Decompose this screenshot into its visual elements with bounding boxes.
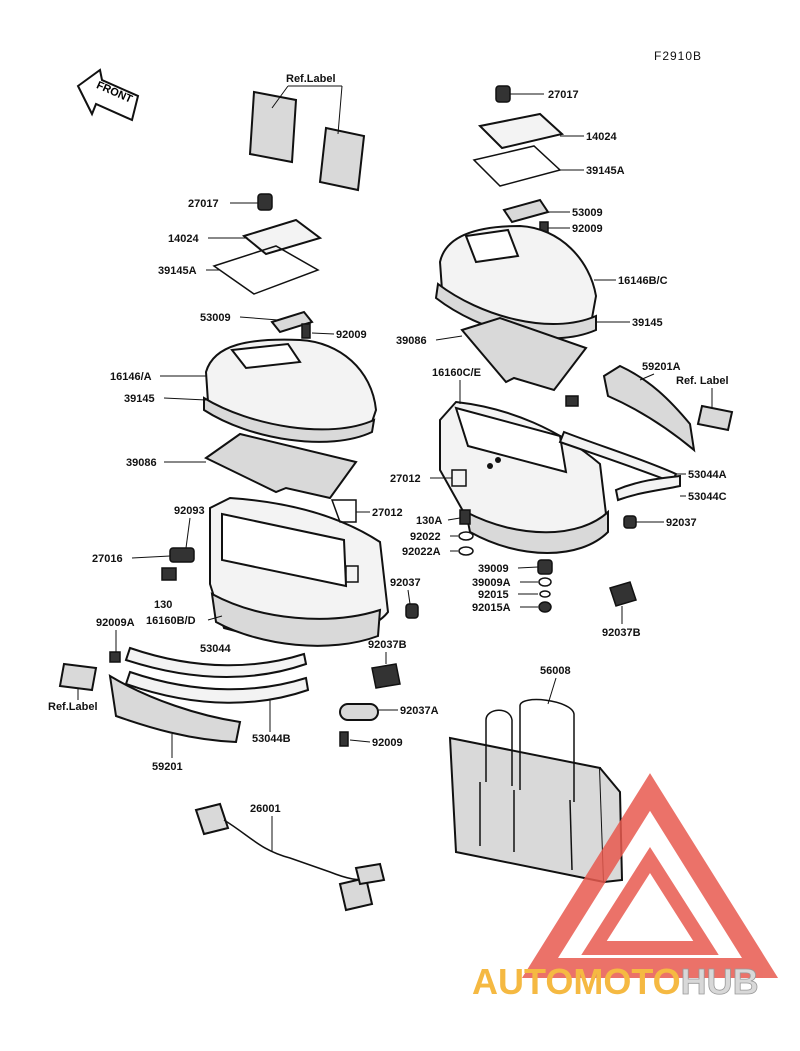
label-92093: 92093 <box>174 505 205 517</box>
watermark-logo-icon <box>521 773 779 978</box>
label-92009-right: 92009 <box>572 223 603 235</box>
label-53044: 53044 <box>200 643 231 655</box>
label-53009-left: 53009 <box>200 312 231 324</box>
watermark-text: AUTOMOTOHUB <box>472 961 759 1002</box>
ref-label-right: Ref. Label <box>676 375 729 387</box>
label-16160bd: 16160B/D <box>146 615 196 627</box>
label-27017-right: 27017 <box>548 89 579 101</box>
label-92009-left: 92009 <box>336 329 367 341</box>
label-16146a: 16146/A <box>110 371 152 383</box>
label-39086-left: 39086 <box>126 457 157 469</box>
label-26001: 26001 <box>250 803 281 815</box>
label-53044a: 53044A <box>688 469 727 481</box>
label-59201-left: 59201 <box>152 761 183 773</box>
label-39009: 39009 <box>478 563 509 575</box>
label-130: 130 <box>154 599 172 611</box>
label-92022a: 92022A <box>402 546 441 558</box>
label-92037a: 92037A <box>400 705 439 717</box>
label-39145-left: 39145 <box>124 393 155 405</box>
left-trim-strips <box>58 646 310 744</box>
left-lid-small-parts <box>212 193 323 339</box>
right-case-lid <box>434 224 598 340</box>
right-trim-strips <box>558 364 734 529</box>
left-gasket-sheet <box>204 432 358 500</box>
label-16146bc: 16146B/C <box>618 275 668 287</box>
hinge-bracket-right <box>451 469 467 487</box>
label-56008: 56008 <box>540 665 571 677</box>
label-92009a: 92009A <box>96 617 135 629</box>
ref-label-top: Ref.Label <box>286 73 336 85</box>
label-39145a-left: 39145A <box>158 265 197 277</box>
label-14024-left: 14024 <box>168 233 199 245</box>
label-14024-right: 14024 <box>586 131 617 143</box>
middle-small-parts <box>339 663 401 747</box>
label-92037-right: 92037 <box>666 517 697 529</box>
right-gasket-sheet <box>460 316 588 392</box>
label-53044b: 53044B <box>252 733 291 745</box>
label-27016: 27016 <box>92 553 123 565</box>
label-59201a: 59201A <box>642 361 681 373</box>
left-case-lid <box>203 338 378 443</box>
label-39086-right: 39086 <box>396 335 427 347</box>
label-16160ce: 16160C/E <box>432 367 481 379</box>
right-middle-small-parts <box>458 509 637 613</box>
label-92015a: 92015A <box>472 602 511 614</box>
ref-label-stickers <box>248 85 366 192</box>
label-92022: 92022 <box>410 531 441 543</box>
label-39009a: 39009A <box>472 577 511 589</box>
label-53009-right: 53009 <box>572 207 603 219</box>
front-arrow-icon: FRONT <box>76 68 140 122</box>
watermark-text-part2: HUB <box>681 961 759 1002</box>
label-92015: 92015 <box>478 589 509 601</box>
label-53044c: 53044C <box>688 491 727 503</box>
label-39145-right: 39145 <box>632 317 663 329</box>
wire-harness <box>194 802 386 912</box>
label-130a: 130A <box>416 515 442 527</box>
ref-label-bottom: Ref.Label <box>48 701 98 713</box>
label-27012-right: 27012 <box>390 473 421 485</box>
label-27017-left: 27017 <box>188 198 219 210</box>
left-case-body <box>209 496 390 647</box>
label-27012-left: 27012 <box>372 507 403 519</box>
label-92037b-mid: 92037B <box>368 639 407 651</box>
luggage-bag <box>448 698 624 884</box>
label-92009-bottom: 92009 <box>372 737 403 749</box>
label-39145a-right: 39145A <box>586 165 625 177</box>
label-92037-left: 92037 <box>390 577 421 589</box>
right-lid-small-parts <box>472 85 565 235</box>
label-92037b-right: 92037B <box>602 627 641 639</box>
right-case-body <box>439 400 609 554</box>
watermark-text-part1: AUTOMOTO <box>472 961 681 1002</box>
diagram-code: F2910B <box>654 49 702 63</box>
left-case-hardware <box>161 499 419 619</box>
